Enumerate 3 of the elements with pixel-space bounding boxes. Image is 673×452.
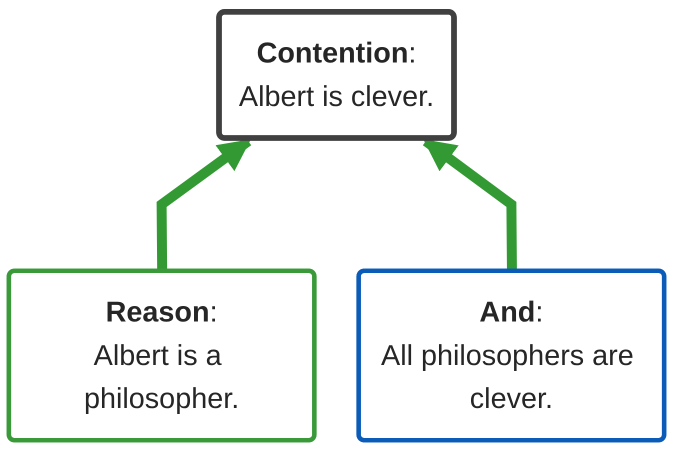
statement-box: And: All philosophers are clever. <box>356 268 666 442</box>
statement-box: Contention: Albert is clever. <box>216 9 457 141</box>
statement-box: Reason: Albert is a philosopher. <box>6 268 317 442</box>
